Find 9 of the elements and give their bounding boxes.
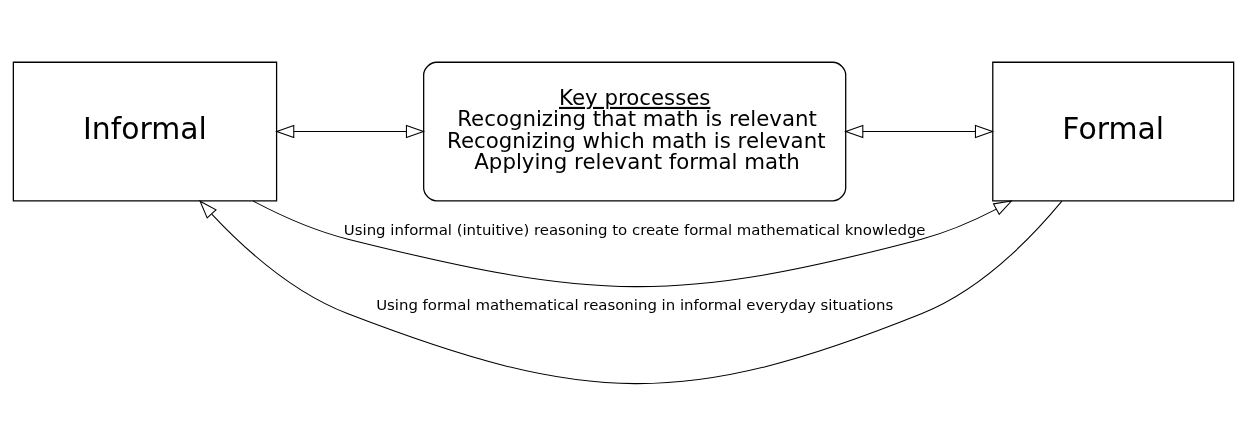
arrow — [275, 124, 426, 138]
arrow — [844, 124, 995, 138]
node-box: Key processes Recognizing that math is relevant Recognizing which math is relevant Applying relevant formal math — [423, 61, 847, 201]
node-box: Informal — [12, 61, 278, 201]
arrow — [199, 199, 1063, 384]
edge-label: Using formal mathematical reasoning in informal everyday situations — [376, 295, 894, 314]
node-box: Formal — [992, 61, 1235, 201]
arrow — [252, 199, 1013, 287]
edge-label: Using informal (intuitive) reasoning to create formal mathematical knowledge — [343, 220, 926, 239]
